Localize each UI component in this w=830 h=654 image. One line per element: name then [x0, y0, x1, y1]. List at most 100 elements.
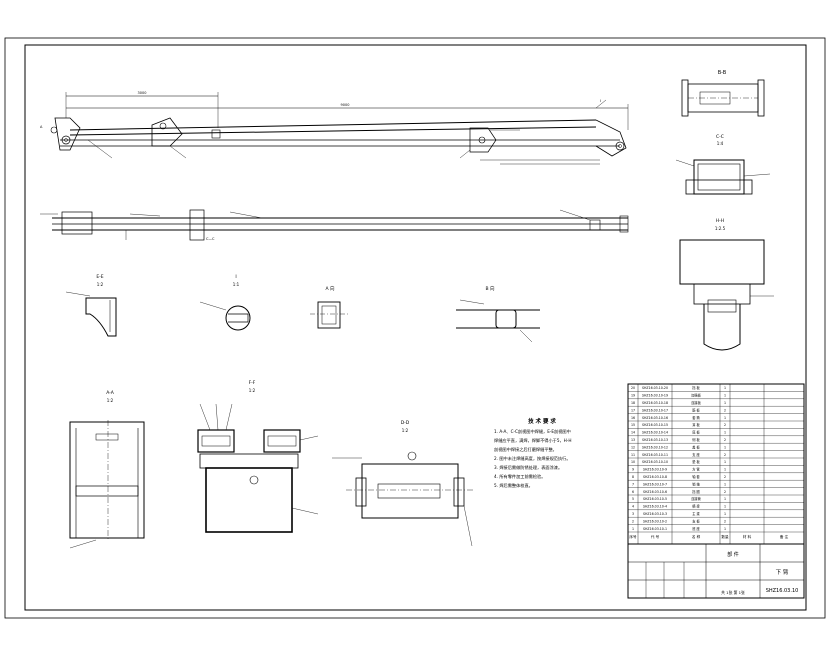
bom-cell-no: 17: [631, 408, 635, 412]
view-b-direction: B 向: [456, 285, 540, 343]
view-detail-i: I 1:1: [199, 274, 251, 331]
section-hh-title: H-H: [716, 218, 724, 224]
bom-cell-qty: 1: [724, 431, 726, 435]
section-dd-title: D-D: [401, 420, 410, 426]
bom-cell-code: SHZ16.03.10-12: [642, 445, 668, 449]
bom-cell-code: SHZ16.03.10-13: [642, 438, 668, 442]
svg-text:I: I: [600, 99, 601, 103]
inner-border: [24, 44, 807, 611]
bom-cell-name: 挡 圈: [692, 489, 699, 494]
svg-text:A: A: [40, 125, 43, 129]
bom-cell-no: 15: [631, 423, 635, 427]
bom-cell-code: SHZ16.03.10-7: [643, 482, 667, 486]
bom-cell-code: SHZ16.03.10-18: [642, 401, 668, 405]
outer-border: [4, 37, 826, 619]
view-section-cc: C-C 1:4: [675, 134, 771, 195]
view-b-title: B 向: [485, 285, 495, 292]
drawing-code: SHZ16.03.10: [766, 588, 799, 594]
bom-cell-qty: 1: [724, 445, 726, 449]
bom-cell-no: 7: [632, 482, 634, 486]
bom-cell-name: 连接管: [691, 496, 701, 501]
view-section-ff: F-F 1:2: [197, 380, 319, 533]
section-hh-scale: 1:2.5: [715, 226, 726, 231]
bom-cell-code: SHZ16.03.10-15: [642, 423, 668, 427]
bom-cell-qty: 1: [724, 505, 726, 509]
bom-cell-name: 筋 板: [692, 407, 700, 412]
view-section-aa: A-A 1:2: [69, 390, 145, 549]
bom-cell-qty: 1: [724, 512, 726, 516]
bom-cell-qty: 1: [724, 394, 726, 398]
bom-cell-name: 主 梁: [692, 511, 700, 516]
section-cc-scale: 1:4: [717, 141, 724, 146]
bom-header-name: 名 称: [692, 534, 701, 539]
bom-cell-qty: 1: [724, 416, 726, 420]
bom-cell-no: 13: [631, 438, 635, 442]
note-line: 3. 焊接后需做防锈处理，表面涂漆。: [494, 464, 562, 471]
bom-cell-no: 19: [631, 394, 635, 398]
bom-cell-name: 销 轴: [692, 481, 699, 486]
section-ff-scale: 1:2: [249, 388, 256, 393]
bom-cell-code: SHZ16.03.10-14: [642, 431, 668, 435]
bom-cell-qty: 1: [724, 482, 726, 486]
bom-header-remark: 备 注: [780, 534, 789, 539]
bom-cell-no: 3: [632, 512, 634, 516]
section-dd-scale: 1:2: [402, 428, 409, 433]
bom-cell-name: 耳 板: [692, 422, 700, 427]
bom-cell-no: 11: [631, 453, 635, 457]
section-cc-title: C-C: [716, 134, 724, 140]
note-line: 剖视图中焊接之后打磨焊缝平整。: [494, 446, 557, 453]
drawing-name: 下 臂: [776, 568, 789, 576]
bom-cell-code: SHZ16.03.10-11: [642, 453, 668, 457]
bom-header-qty: 数量: [721, 534, 729, 539]
bom-cell-no: 1: [632, 527, 634, 531]
bom-cell-name: 底 座: [692, 526, 700, 531]
view-section-bb: B-B: [681, 70, 765, 117]
bom-cell-name: 支 座: [692, 452, 700, 457]
title-block: 部 件 下 臂 SHZ16.03.10 共 1张 第 1张: [627, 543, 805, 599]
bom-cell-name: 套 筒: [692, 415, 699, 420]
sheet-count: 共 1张 第 1张: [721, 590, 745, 595]
note-line: 2. 图中未注焊缝高度，按焊接规范执行。: [494, 455, 571, 462]
notes-title: 技 术 要 求: [528, 417, 556, 425]
bom-cell-no: 2: [632, 519, 634, 523]
view-section-hh: H-H 1:2.5: [679, 218, 774, 351]
bom-cell-name: 轴 套: [692, 474, 700, 479]
view-section-dd: D-D 1:2: [332, 420, 474, 547]
bom-cell-code: SHZ16.03.10-17: [642, 408, 668, 412]
section-ee-scale: 1:2: [97, 282, 104, 287]
bom-cell-name: 底 板: [692, 430, 700, 435]
bom-cell-qty: 2: [724, 490, 726, 494]
bom-cell-no: 12: [631, 445, 635, 449]
bom-cell-name: 加强板: [691, 393, 701, 398]
bom-cell-qty: 1: [724, 386, 726, 390]
bom-cell-no: 4: [632, 505, 634, 509]
detail-i-title: I: [235, 274, 236, 280]
bom-cell-code: SHZ16.03.10-2: [643, 519, 667, 523]
bom-cell-no: 14: [631, 431, 635, 435]
bom-cell-code: SHZ16.03.10-20: [642, 386, 668, 390]
bom-cell-code: SHZ16.03.10-10: [642, 460, 668, 464]
bom-cell-no: 9: [632, 468, 634, 472]
bom-cell-code: SHZ16.03.10-3: [643, 512, 667, 516]
bom-cell-no: 6: [632, 490, 634, 494]
bom-cell-no: 18: [631, 401, 635, 405]
bom-cell-qty: 1: [724, 527, 726, 531]
section-aa-title: A-A: [106, 390, 115, 396]
bom-header-material: 材 料: [743, 534, 752, 539]
bom-cell-no: 10: [631, 460, 635, 464]
bom-cell-name: 方 管: [692, 467, 699, 472]
bom-cell-name: 盖 板: [692, 444, 700, 449]
view-section-ee: E-E 1:2: [65, 274, 117, 337]
svg-text:9000: 9000: [341, 103, 350, 107]
section-ff-title: F-F: [249, 380, 256, 386]
section-aa-scale: 1:2: [107, 398, 114, 403]
bom-cell-qty: 1: [724, 497, 726, 501]
svg-text:C—C: C—C: [206, 237, 215, 241]
bom-cell-no: 8: [632, 475, 634, 479]
bom-cell-name: 垫 板: [692, 459, 700, 464]
bom-cell-name: 挡 板: [692, 385, 700, 390]
technical-notes: 技 术 要 求 1. A-A、C-C剖视图中焊缝，E-E剖视图中 焊缝应平直，满…: [494, 417, 571, 489]
bom-cell-code: SHZ16.03.10-5: [643, 497, 667, 501]
